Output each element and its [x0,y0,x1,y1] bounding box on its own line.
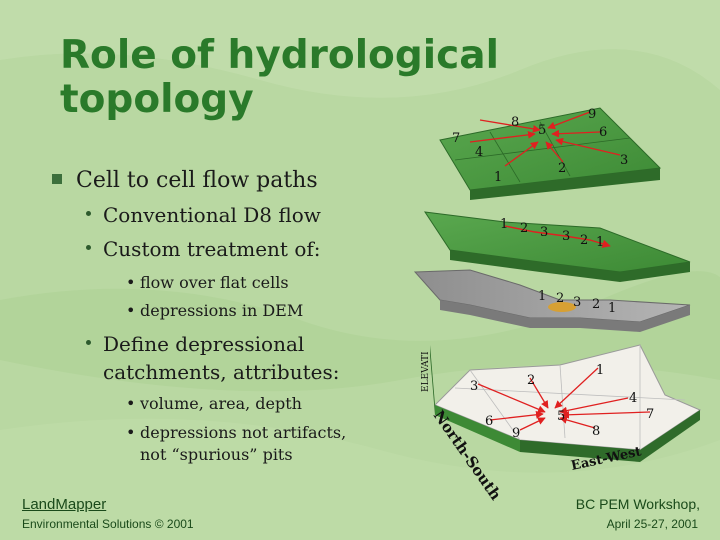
middle-flat-strip: 1 2 3 3 2 1 [423,211,691,282]
dot-bullet-icon [86,245,91,250]
sub-bullet-d8: Conventional D8 flow [86,203,321,227]
title-line-1: Role of hydrological [60,33,499,78]
low-num-1b: 1 [608,301,616,316]
low-num-1: 1 [538,289,546,304]
elevation-axis-label: ELEVATI [421,351,431,392]
bottom-num-4: 4 [629,391,637,406]
bottom-num-2: 2 [527,373,535,388]
title-line-2: topology [60,77,254,122]
low-num-2b: 2 [592,297,600,312]
main-bullet-text: Cell to cell flow paths [76,168,318,193]
top-grid-surface: 9 8 5 6 7 4 3 2 1 [439,107,662,200]
sub-bullet-define: Define depressional catchments, attribut… [86,330,339,386]
attribute-item-volume: •volume, area, depth [126,394,302,413]
top-num-3: 3 [620,153,628,168]
custom-item-depressions: •depressions in DEM [126,301,304,320]
top-num-9: 9 [588,107,596,122]
top-num-1: 1 [494,170,502,185]
bottom-num-6: 6 [485,414,493,429]
sub-bullet-custom: Custom treatment of: [86,237,321,261]
mid-num-1: 1 [500,217,508,232]
bottom-num-5: 5 [557,409,565,424]
top-num-4: 4 [475,145,483,160]
bottom-num-9: 9 [512,426,520,441]
top-num-5: 5 [538,123,546,138]
slide-title: Role of hydrological topology [60,34,520,122]
top-num-7: 7 [452,131,460,146]
mid-num-3a: 3 [540,225,548,240]
footer-copyright: Environmental Solutions © 2001 [22,517,194,531]
attribute-item-artifacts: •depressions not artifacts, not “spuriou… [126,423,347,464]
footer-brand: LandMapper [22,496,107,513]
dot-bullet-icon [86,211,91,216]
low-num-3: 3 [573,295,581,310]
bottom-num-8: 8 [592,424,600,439]
main-bullet: Cell to cell flow paths [52,168,318,193]
bottom-catchment-surface: 1 2 3 4 5 6 7 8 9 ELEVATI North-South Ea… [421,344,702,504]
bottom-num-7: 7 [646,407,654,422]
top-num-6: 6 [599,125,607,140]
square-bullet-icon [52,174,62,184]
top-num-8: 8 [511,115,519,130]
footer-event: BC PEM Workshop, [575,496,700,512]
custom-item-flat: •flow over flat cells [126,273,289,292]
footer-date: April 25-27, 2001 [606,517,698,531]
dot-bullet-icon [86,340,91,345]
mid-num-1b: 1 [596,235,604,250]
bottom-num-3: 3 [470,379,478,394]
mid-num-3b: 3 [562,229,570,244]
lower-depression-strip: 1 2 3 2 1 [413,269,691,332]
bottom-num-1: 1 [596,363,604,378]
mid-num-2b: 2 [580,233,588,248]
top-num-2: 2 [558,161,566,176]
mid-num-2: 2 [520,221,528,236]
low-num-2: 2 [556,291,564,306]
